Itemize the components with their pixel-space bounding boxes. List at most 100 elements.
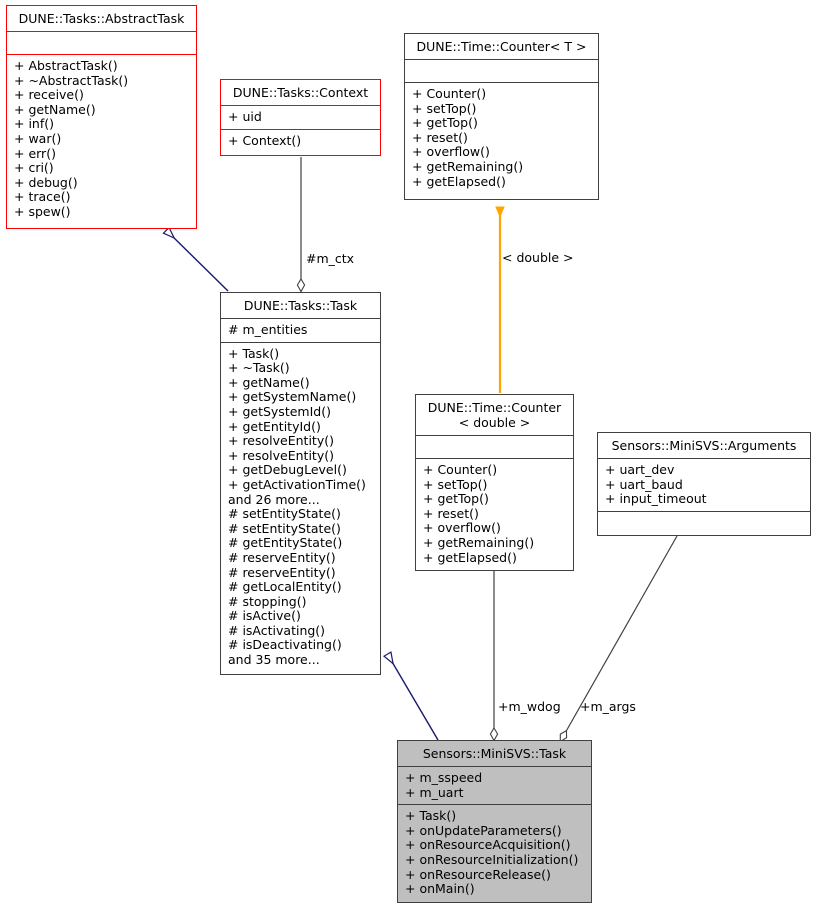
class-attributes-abstract-task [7, 32, 196, 54]
class-box-minisvs-arguments[interactable]: Sensors::MiniSVS::Arguments + uart_dev +… [597, 432, 811, 536]
class-attributes-counter-double [416, 436, 573, 458]
class-box-context[interactable]: DUNE::Tasks::Context + uid + Context() [220, 79, 381, 156]
class-attributes-minisvs-task: + m_sspeed + m_uart [398, 767, 591, 804]
member-row: + reset() [423, 505, 479, 521]
class-title-minisvs-arguments: Sensors::MiniSVS::Arguments [611, 438, 797, 453]
member-row: + Counter() [423, 462, 498, 477]
class-title-line-1: DUNE::Time::Counter [427, 400, 562, 415]
class-operations-tasks-task: + Task() + ~Task() + getName() + getSyst… [221, 343, 380, 672]
member-row: + AbstractTask() [14, 58, 118, 73]
class-attributes-tasks-task: # m_entities [221, 319, 380, 342]
class-operations-counter-t: + Counter() + setTop() + getTop() + rese… [405, 83, 598, 193]
class-title-counter-double: DUNE::Time::Counter < double > [416, 395, 573, 435]
member-row: + setTop() [412, 100, 477, 116]
class-attributes-counter-t [405, 60, 598, 82]
member-row: + overflow() [423, 520, 501, 536]
member-row: + onResourceInitialization() [405, 851, 579, 867]
member-row: + ~Task() [228, 360, 290, 376]
class-separator [405, 82, 598, 83]
class-box-counter-double[interactable]: DUNE::Time::Counter < double > + Counter… [415, 394, 574, 571]
member-row: + getElapsed() [423, 549, 517, 565]
member-row: # stopping() [228, 593, 307, 609]
member-row: + getSystemId() [228, 403, 331, 419]
class-operations-minisvs-arguments [598, 512, 810, 534]
member-row: # setEntityState() [228, 506, 341, 522]
member-row: # isDeactivating() [228, 637, 342, 653]
member-row: + getTop() [412, 115, 478, 131]
member-row: + war() [14, 130, 62, 146]
member-row: + trace() [14, 189, 71, 205]
class-box-tasks-task[interactable]: DUNE::Tasks::Task # m_entities + Task() … [220, 292, 381, 675]
member-row: + onUpdateParameters() [405, 822, 562, 838]
class-attributes-minisvs-arguments: + uart_dev + uart_baud + input_timeout [598, 459, 810, 511]
class-operations-context: + Context() [221, 130, 380, 153]
class-attributes-context: + uid [221, 106, 380, 129]
class-separator [405, 59, 598, 60]
class-separator [7, 54, 196, 55]
class-box-counter-t[interactable]: DUNE::Time::Counter< T > + Counter() + s… [404, 33, 599, 200]
class-title-tasks-task: DUNE::Tasks::Task [243, 298, 358, 313]
member-row: + Task() [228, 345, 280, 361]
member-row: + input_timeout [605, 491, 707, 507]
class-title-counter-t: DUNE::Time::Counter< T > [416, 39, 587, 54]
class-separator [221, 105, 380, 106]
member-row: + Task() [405, 808, 457, 824]
class-separator [221, 318, 380, 319]
member-row: + reset() [412, 129, 468, 145]
member-row: + uart_dev [605, 462, 675, 477]
member-row: + resolveEntity() [228, 433, 334, 449]
member-row: + setTop() [423, 476, 488, 492]
member-row: + resolveEntity() [228, 447, 334, 463]
class-operations-counter-double: + Counter() + setTop() + getTop() + rese… [416, 459, 573, 569]
class-separator [598, 510, 810, 512]
edge-label-m-args: +m_args [580, 699, 636, 714]
class-title-context: DUNE::Tasks::Context [232, 85, 369, 100]
edge-task-inherits-abstracttask [167, 231, 229, 292]
member-row: + onResourceAcquisition() [405, 837, 571, 853]
member-row: # isActive() [228, 608, 301, 624]
class-separator [7, 31, 196, 32]
member-row: + m_uart [405, 784, 464, 800]
member-row: + Counter() [412, 86, 487, 101]
member-row: + getActivationTime() [228, 476, 366, 492]
member-row: and 35 more... [228, 652, 320, 668]
class-separator [398, 804, 591, 806]
class-box-minisvs-task[interactable]: Sensors::MiniSVS::Task + m_sspeed + m_ua… [397, 740, 592, 903]
member-row: + onResourceRelease() [405, 866, 551, 882]
member-row: + m_sspeed [405, 770, 483, 785]
class-separator [398, 766, 591, 767]
class-separator [416, 458, 573, 459]
member-row: + spew() [14, 203, 71, 219]
edge-label-m-wdog: +m_wdog [498, 699, 561, 714]
class-separator [598, 458, 810, 459]
class-separator [221, 341, 380, 343]
class-operations-minisvs-task: + Task() + onUpdateParameters() + onReso… [398, 805, 591, 901]
edge-label-double: < double > [502, 250, 574, 265]
member-row: + Context() [228, 132, 302, 148]
class-title-abstract-task: DUNE::Tasks::AbstractTask [18, 11, 185, 26]
member-row: + uart_baud [605, 476, 683, 492]
member-row: # m_entities [228, 322, 308, 337]
class-title-minisvs-task: Sensors::MiniSVS::Task [422, 746, 567, 761]
member-row: # setEntityState() [228, 520, 341, 536]
member-row: + getTop() [423, 491, 489, 507]
member-row: + getName() [14, 101, 96, 117]
member-row: + getRemaining() [412, 158, 524, 174]
member-row: + receive() [14, 87, 84, 103]
member-row: # isActivating() [228, 622, 326, 638]
class-separator [416, 435, 573, 436]
class-title-line-2: < double > [458, 415, 531, 430]
member-row: + uid [228, 109, 262, 124]
member-row: # getEntityState() [228, 535, 343, 551]
member-row: + cri() [14, 160, 54, 176]
member-row: + getName() [228, 374, 310, 390]
member-row: + debug() [14, 174, 78, 190]
edge-label-m-ctx: #m_ctx [306, 251, 355, 266]
member-row: + getDebugLevel() [228, 462, 347, 478]
edge-minisvstask-inherits-task [388, 655, 439, 741]
member-row: + inf() [14, 116, 54, 132]
member-row: and 26 more... [228, 491, 320, 507]
member-row: + overflow() [412, 144, 490, 160]
class-box-abstract-task[interactable]: DUNE::Tasks::AbstractTask + AbstractTask… [6, 5, 197, 229]
member-row: + err() [14, 145, 56, 161]
